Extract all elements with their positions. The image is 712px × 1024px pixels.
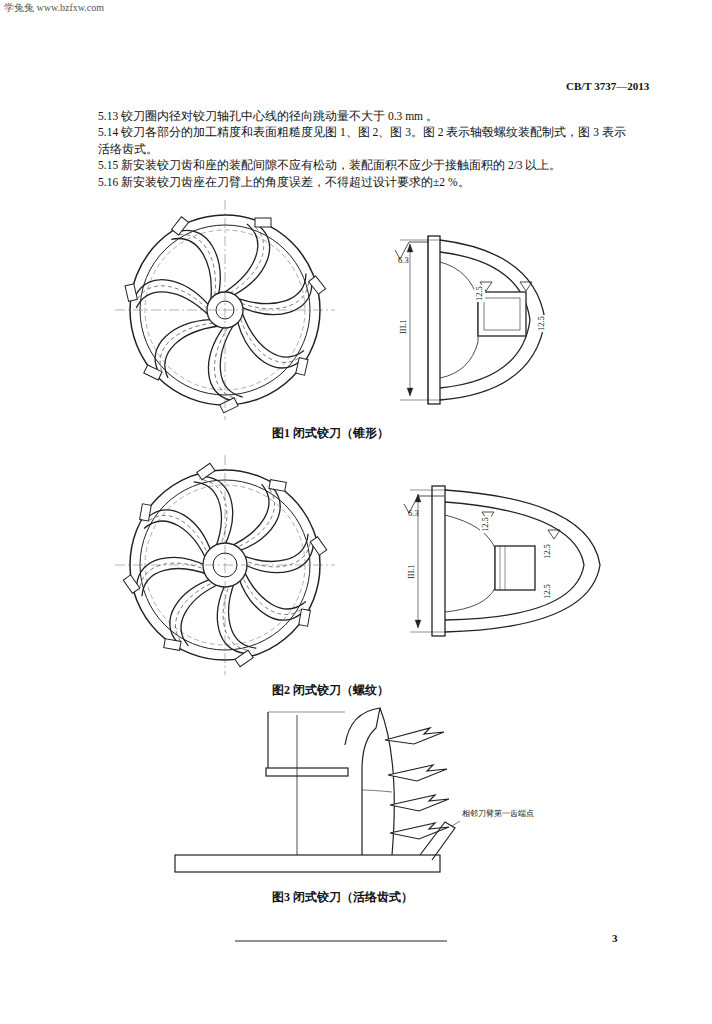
clause-text: 5.15 新安装铰刀齿和座的装配间隙不应有松动，装配面积不应少于接触面积的 2/…: [98, 157, 626, 174]
roughness-value: 12.5: [474, 285, 485, 302]
roughness-value: 12.5: [536, 315, 547, 332]
dimension-label: III.1: [406, 563, 417, 580]
cutter-side-view: [395, 236, 545, 404]
figure-caption: 图1 闭式铰刀（锥形）: [272, 426, 389, 441]
clause-text: 5.14 铰刀各部分的加工精度和表面粗糙度见图 1、图 2、图 3。图 2 表示…: [98, 124, 626, 157]
roughness-value: 6.3: [398, 255, 409, 266]
clause-text: 5.13 铰刀圈内径对铰刀轴孔中心线的径向跳动量不大于 0.3 mm 。: [98, 108, 626, 125]
clause-text: 5.16 新安装铰刀齿座在刀臂上的角度误差，不得超过设计要求的±2 %。: [98, 174, 626, 191]
figure-caption: 图3 闭式铰刀（活络齿式）: [272, 890, 413, 905]
roughness-value: 12.5: [480, 516, 491, 533]
dimension-label: III.1: [398, 318, 409, 335]
figure-caption: 图2 闭式铰刀（螺纹）: [272, 683, 389, 698]
cutter-front-view: [115, 200, 335, 420]
cutter-front-view: [115, 455, 335, 675]
footer-rule: [235, 941, 447, 942]
watermark: 学兔兔 www.bzfxw.com: [4, 2, 104, 15]
leader-note: 相邻刀臂第一齿端点: [462, 809, 534, 818]
standard-number: CB/T 3737—2013: [566, 80, 649, 94]
movable-tooth-drawing: [175, 708, 460, 872]
cutter-side-view: [404, 486, 600, 636]
roughness-value: 12.5: [542, 543, 553, 560]
roughness-value: 12.5: [542, 583, 553, 600]
roughness-value: 6.3: [408, 508, 419, 519]
page-number: 3: [612, 932, 618, 946]
